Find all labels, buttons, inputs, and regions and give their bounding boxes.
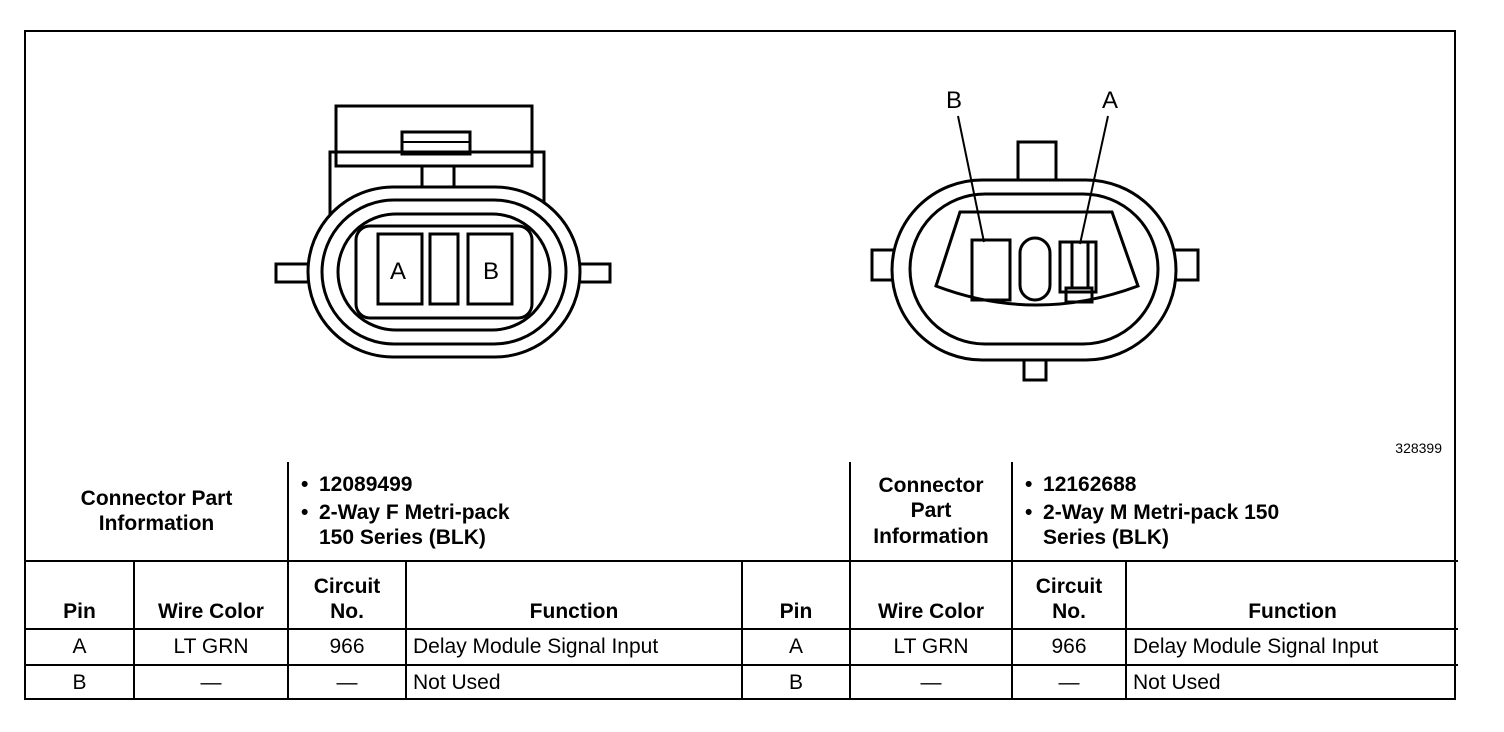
female-pin-b-label: B: [483, 258, 499, 285]
part-info-row: Connector Part Information 12089499 2-Wa…: [26, 462, 1459, 562]
male-part-number: 12162688: [1019, 472, 1452, 497]
male-connector-type: 2-Way M Metri-pack 150 Series (BLK): [1019, 500, 1283, 550]
table-row: A LT GRN 966 Delay Module Signal Input A…: [26, 628, 1459, 666]
female-row-a-wire: LT GRN: [133, 628, 289, 666]
female-connector-type: 2-Way F Metri-pack 150 Series (BLK): [295, 500, 549, 550]
male-row-b-circuit: —: [1011, 664, 1128, 700]
female-pin-a-label: A: [390, 258, 406, 285]
female-row-a-pin: A: [26, 628, 135, 666]
female-row-b-circuit: —: [287, 664, 407, 700]
male-part-info-label-cell: Connector Part Information: [849, 462, 1014, 562]
male-row-b-pin: B: [740, 664, 852, 700]
female-row-b-pin: B: [26, 664, 135, 700]
female-connector-face: [274, 104, 612, 359]
table-row: B — — Not Used B — — Not Used: [26, 664, 1459, 700]
connector-info-table: Connector Part Information 12089499 2-Wa…: [26, 462, 1459, 700]
male-pin-header: Pin: [740, 560, 852, 630]
female-wire-color-header: Wire Color: [133, 560, 289, 630]
male-row-b-wire: —: [849, 664, 1014, 700]
male-connector-face: [870, 140, 1200, 382]
female-row-a-circuit: 966: [287, 628, 407, 666]
male-row-a-wire: LT GRN: [849, 628, 1014, 666]
female-part-info-label: Connector Part Information: [26, 462, 289, 562]
male-function-header: Function: [1125, 560, 1459, 630]
female-row-a-function: Delay Module Signal Input: [405, 628, 743, 666]
female-pin-header: Pin: [26, 560, 135, 630]
female-row-b-function: Not Used: [405, 664, 743, 700]
female-function-header: Function: [405, 560, 743, 630]
male-row-b-function: Not Used: [1125, 664, 1459, 700]
female-part-number: 12089499: [295, 472, 843, 497]
male-wire-color-header: Wire Color: [849, 560, 1014, 630]
male-row-a-pin: A: [740, 628, 852, 666]
male-pin-leader-lines: [957, 115, 1109, 245]
figure-id: 328399: [1395, 440, 1442, 456]
diagram-frame: A B B A 328399: [24, 30, 1459, 700]
male-part-info-list: 12162688 2-Way M Metri-pack 150 Series (…: [1011, 462, 1459, 562]
female-circuit-header: Circuit No.: [287, 560, 407, 630]
male-circuit-header: Circuit No.: [1011, 560, 1128, 630]
female-part-info-list: 12089499 2-Way F Metri-pack 150 Series (…: [286, 462, 852, 562]
male-pin-a-label: A: [1102, 87, 1118, 114]
connector-illustrations: A B B A: [274, 87, 1200, 382]
male-row-a-function: Delay Module Signal Input: [1125, 628, 1459, 666]
male-pin-b-label: B: [946, 87, 962, 114]
female-row-b-wire: —: [133, 664, 289, 700]
male-row-a-circuit: 966: [1011, 628, 1128, 666]
column-header-row: Pin Wire Color Circuit No. Function Pin …: [26, 560, 1459, 630]
